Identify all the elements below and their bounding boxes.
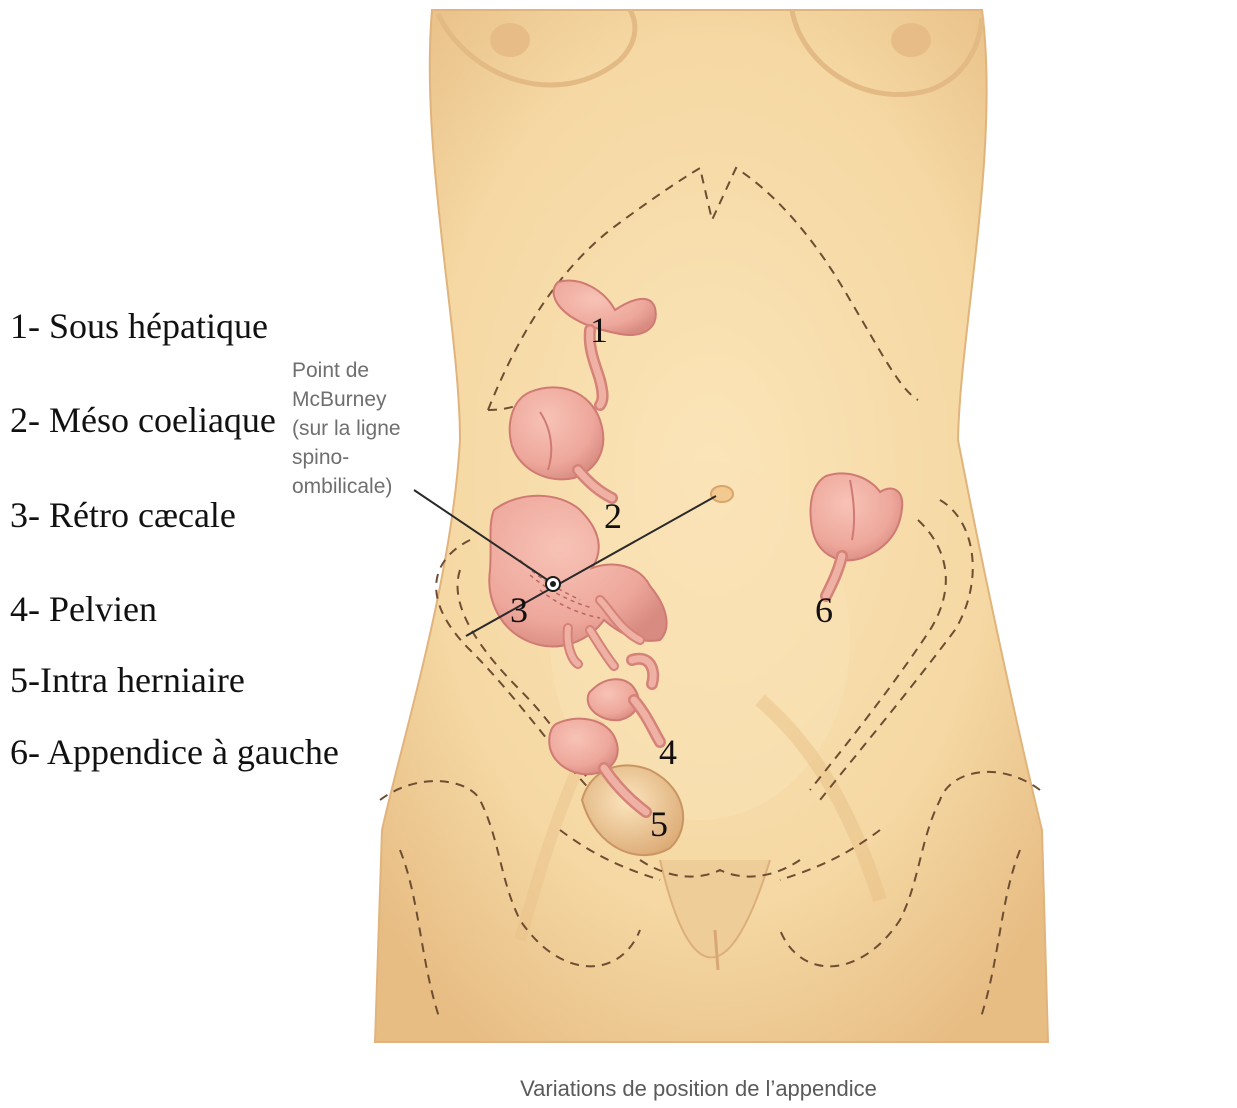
legend-item-meso-coeliaque: 2- Méso coeliaque xyxy=(10,400,276,440)
mcburney-label-line: Point de xyxy=(292,356,369,385)
position-marker-5: 5 xyxy=(650,806,668,842)
position-marker-3: 3 xyxy=(510,592,528,628)
torso xyxy=(375,10,1048,1042)
umbilicus xyxy=(711,486,733,502)
figure-caption: Variations de position de l’appendice xyxy=(0,1076,1237,1102)
position-marker-1: 1 xyxy=(590,312,608,348)
legend-item-retro-caecale: 3- Rétro cæcale xyxy=(10,495,236,535)
legend-item-appendice-gauche: 6- Appendice à gauche xyxy=(10,732,339,772)
legend-item-pelvien: 4- Pelvien xyxy=(10,589,157,629)
mcburney-label-line: McBurney xyxy=(292,385,387,414)
legend-item-sous-hepatique: 1- Sous hépatique xyxy=(10,306,268,346)
position-marker-4: 4 xyxy=(659,734,677,770)
mcburney-label-line: (sur la ligne xyxy=(292,414,401,443)
mcburney-label-line: spino- xyxy=(292,443,349,472)
legend-item-intra-herniaire: 5-Intra herniaire xyxy=(10,660,245,700)
mcburney-label-line: ombilicale) xyxy=(292,472,392,501)
position-marker-2: 2 xyxy=(604,498,622,534)
position-marker-6: 6 xyxy=(815,592,833,628)
